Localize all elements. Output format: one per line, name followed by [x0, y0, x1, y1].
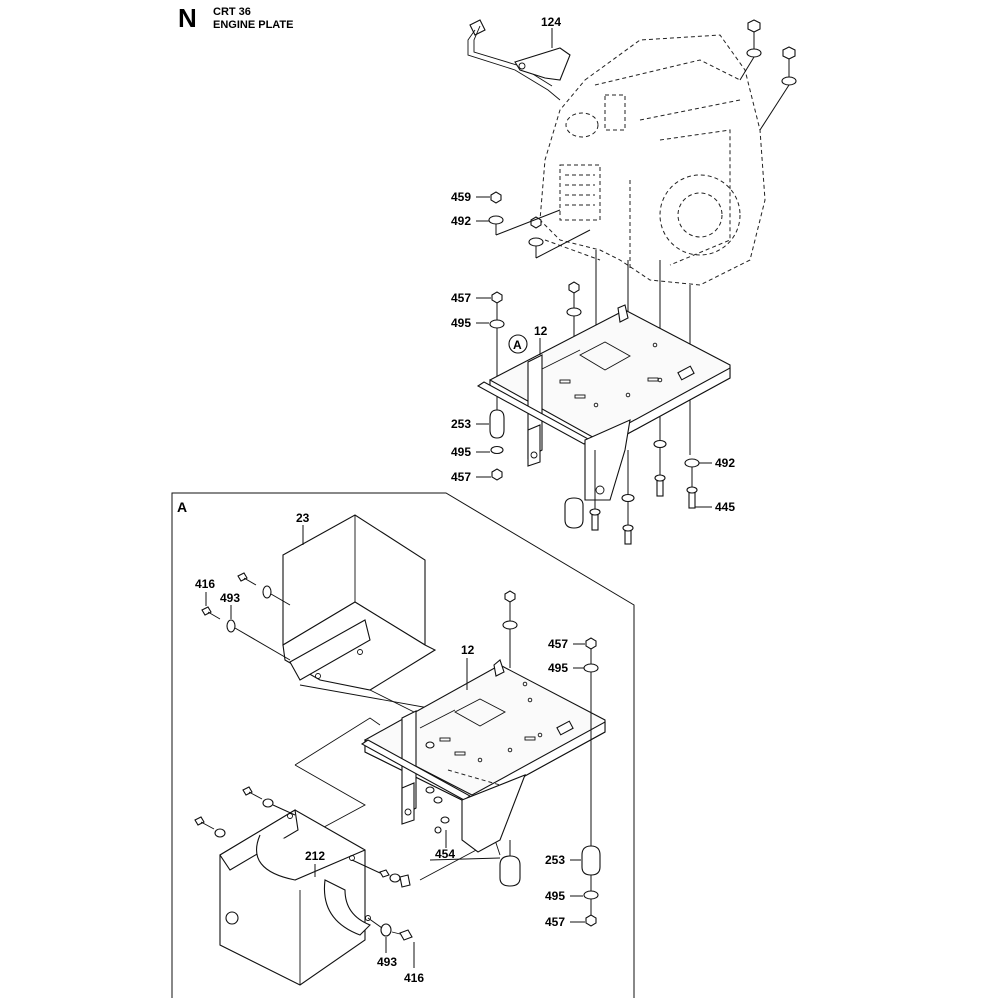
part-23-cover: [282, 514, 437, 691]
diagram-title: ENGINE PLATE: [213, 19, 293, 31]
label-492a: 492: [451, 214, 471, 228]
label-493b: 493: [377, 955, 397, 969]
label-457c: 457: [548, 637, 568, 651]
top-right-fasteners: [739, 19, 797, 131]
label-457d: 457: [545, 915, 565, 929]
part-12-engine-plate-detail: [360, 659, 606, 853]
part-212-shield: [219, 809, 371, 986]
mount-under-plate-detail: [499, 840, 521, 887]
label-416b: 416: [404, 971, 424, 985]
label-12a: 12: [534, 324, 548, 338]
label-23: 23: [296, 511, 310, 525]
fasteners-416-493-upper: [201, 572, 291, 661]
label-495d: 495: [545, 889, 565, 903]
label-495a: 495: [451, 316, 471, 330]
mount-253-top-left: [489, 409, 505, 481]
detail-plate-top-bolt: [502, 590, 518, 668]
top-plate-bolt: [566, 281, 582, 317]
label-457b: 457: [451, 470, 471, 484]
mount-stack-right: [581, 637, 601, 927]
label-12b: 12: [461, 643, 475, 657]
section-letter: N: [178, 3, 197, 33]
engine-outline: [539, 34, 766, 286]
label-454: 454: [435, 847, 455, 861]
label-416a: 416: [195, 577, 215, 591]
label-493a: 493: [220, 591, 240, 605]
detail-a-callout-text: A: [513, 338, 522, 352]
label-492b: 492: [715, 456, 735, 470]
detail-a-callout: [508, 334, 528, 354]
label-495b: 495: [451, 445, 471, 459]
label-253a: 253: [451, 417, 471, 431]
label-445: 445: [715, 500, 735, 514]
part-124-bracket: [467, 19, 571, 101]
label-459: 459: [451, 190, 471, 204]
label-253b: 253: [545, 853, 565, 867]
part-12-engine-plate-top: [476, 304, 731, 501]
fasteners-212: [194, 786, 413, 941]
detail-a-border: [171, 492, 635, 998]
label-457a: 457: [451, 291, 471, 305]
label-495c: 495: [548, 661, 568, 675]
model-name: CRT 36: [213, 6, 251, 18]
fasteners-459-492: [488, 191, 591, 259]
label-124: 124: [541, 15, 561, 29]
label-212: 212: [305, 849, 325, 863]
detail-a-letter: A: [177, 499, 187, 515]
